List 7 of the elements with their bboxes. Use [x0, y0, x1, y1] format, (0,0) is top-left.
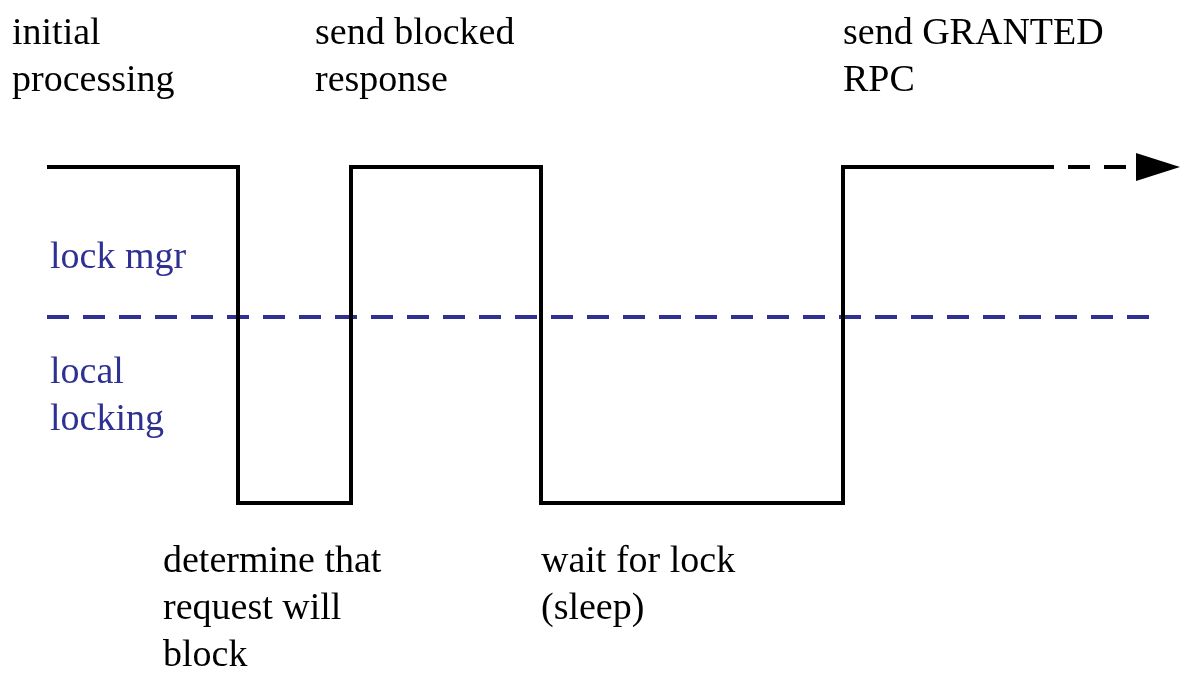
layer-label: lock mgr — [50, 233, 188, 278]
step-label: send GRANTED RPC — [843, 9, 1105, 101]
step-label: determine that request will block — [163, 537, 383, 675]
step-label: initial processing — [12, 9, 176, 101]
step-label: send blocked response — [315, 9, 516, 101]
layer-label: local locking — [50, 348, 165, 440]
step-label: wait for lock (sleep) — [541, 537, 737, 629]
